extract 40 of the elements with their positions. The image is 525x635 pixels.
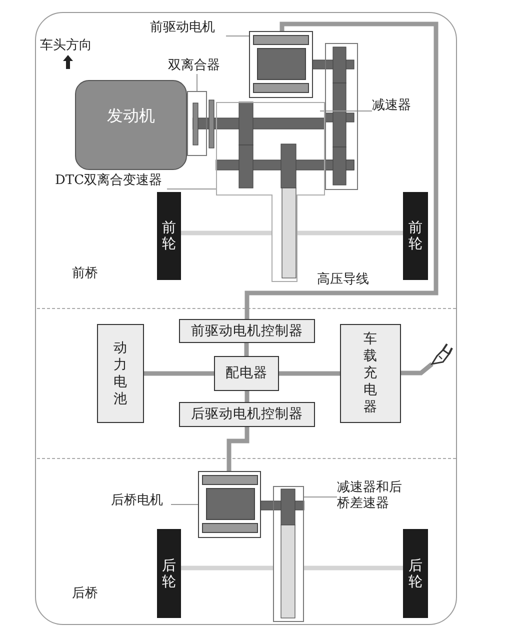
wheel: 后轮 [157,529,181,618]
wheel: 前轮 [157,192,181,280]
leader-line [166,188,216,190]
section-label: 车头方向 [40,38,92,53]
part-label: 减速器和后桥差速器 [337,480,411,512]
plug-icon [428,341,453,366]
part-label: 后桥电机 [111,493,171,509]
wheel: 前轮 [403,192,428,280]
leader-line [170,504,198,505]
leader-line [304,496,338,498]
component-outline [273,486,304,622]
component-outline [187,91,207,156]
part-label: 前驱动电机 [150,20,226,36]
cable-line [144,371,214,376]
component-box: 配电器 [214,356,279,391]
cable-line [244,22,438,319]
leader-line [196,74,198,92]
axle-line [302,566,406,570]
motor-drawing [249,31,313,98]
section-label: 后桥 [72,586,98,601]
cable-line [244,391,250,402]
cable-line [244,343,249,356]
cable-line [401,362,434,376]
component-outline [325,43,358,190]
component-box: 前驱动电机控制器 [179,319,315,343]
motor-drawing [198,471,261,538]
part-label: 双离合器 [168,58,224,74]
component-box: 动力电池 [97,324,144,423]
engine-block: 发动机 [75,80,187,170]
part-label: DTC双离合变速器 [55,173,167,189]
axle-line [294,230,406,236]
cable-line [226,427,250,471]
cable-line [279,371,340,376]
component-box: 车载充电器 [340,324,401,423]
component-box: 后驱动电机控制器 [179,402,315,427]
wheel: 后轮 [403,529,428,618]
section-label: 高压导线 [317,272,369,287]
section-label: 前桥 [72,266,98,281]
part-label: 减速器 [372,98,416,114]
leader-line [320,110,372,112]
